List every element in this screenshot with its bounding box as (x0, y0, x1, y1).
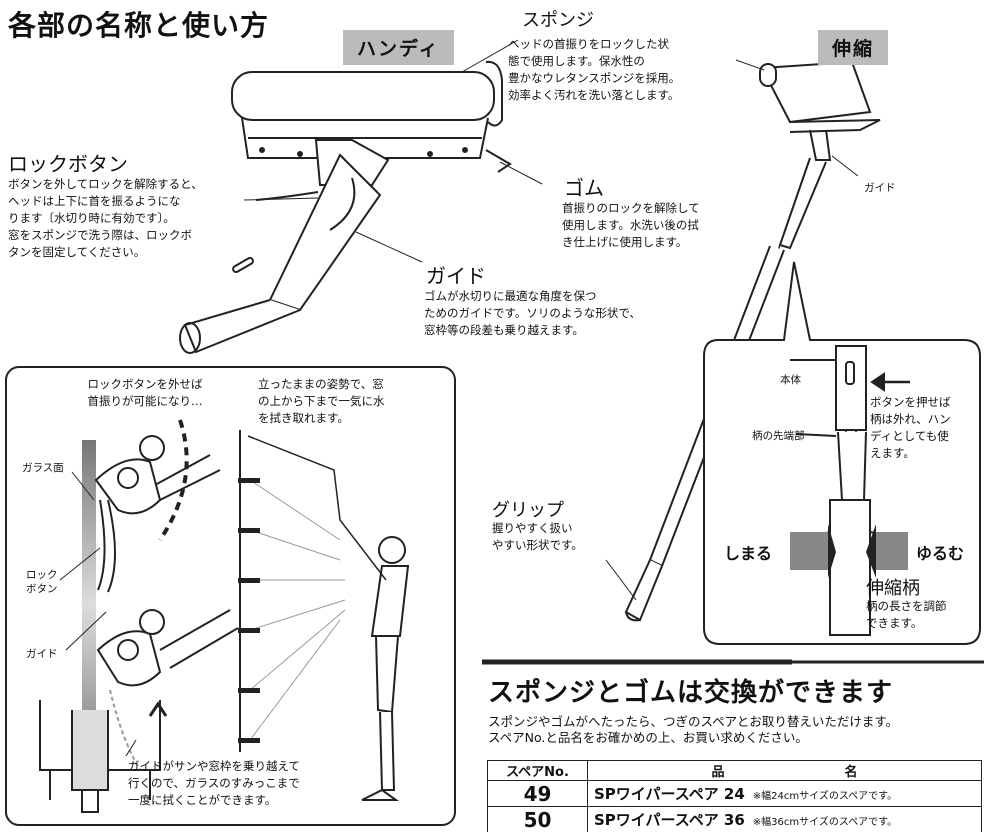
extension-description: 柄の長さを調節 できます。 (866, 598, 947, 632)
lock-label-line: ボタン (26, 583, 58, 595)
rubber-line: 使用します。水洗い後の拭 (562, 218, 699, 232)
caption-line: 立ったままの姿勢で、窓 (258, 377, 384, 391)
lock-line: タンを固定してください。 (8, 245, 146, 259)
spare-no-cell: 50 (487, 806, 588, 832)
rubber-line: 首振りのロックを解除して (562, 201, 700, 215)
rubber-label: ゴム (564, 176, 604, 200)
tighten-label: しまる (724, 544, 773, 563)
panel-guide-label: ガイド (26, 648, 58, 660)
panel-bottom-caption: ガイドがサンや窓枠を乗り越えて 行くので、ガラスのすみっこまで 一度に拭くことが… (128, 758, 368, 809)
tip-label: 柄の先端部 (752, 430, 805, 442)
leader-lines (243, 39, 859, 601)
press-description: ボタンを押せば 柄は外れ、ハン ディとしても使 えます。 (870, 394, 980, 462)
header-part: 品 (711, 765, 725, 780)
panel-left-caption: ロックボタンを外せば 首振りが可能になり… (60, 376, 230, 410)
panel-illustration (39, 419, 410, 813)
sponge-line: 効率よく汚れを洗い落とします。 (508, 88, 680, 102)
grip-label: グリップ (492, 500, 564, 521)
handy-wiper-illustration (179, 60, 512, 354)
product-name: SPワイパースペア 24 (594, 785, 745, 803)
col-product-name: 品名 (587, 760, 982, 781)
guide-small-label: ガイド (864, 182, 896, 194)
caption-line: 一度に拭くことができます。 (128, 793, 277, 807)
lock-line: 窓をスポンジで洗う際は、ロックボ (8, 228, 192, 242)
lock-line: ります〔水切り時に有効です〕。 (8, 211, 175, 225)
product-note: ※幅24cmサイズのスペアです。 (752, 791, 898, 802)
rubber-line: き仕上げに使用します。 (562, 235, 688, 249)
press-line: ボタンを押せば (870, 395, 951, 409)
caption-line: ガイドがサンや窓枠を乗り越えて (128, 759, 300, 773)
body-label: 本体 (780, 374, 801, 386)
usage-panel (5, 366, 456, 826)
guide-line: ゴムが水切りに最適な角度を保つ (424, 289, 597, 303)
lock-line: ヘッドは上下に首を振るようにな (8, 194, 181, 208)
caption-line: の上から下まで一気に水 (258, 394, 385, 408)
lock-button-description: ボタンを外してロックを解除すると、 ヘッドは上下に首を振るようにな ります〔水切… (8, 176, 244, 261)
guide-line: ためのガイドです。ソリのような形状で、 (424, 306, 641, 320)
table-row: 50 SPワイパースペア 36 ※幅36cmサイズのスペアです。 (487, 806, 982, 832)
grip-description: 握りやすく扱い やすい形状です。 (492, 520, 583, 554)
panel-lock-label: ロック ボタン (26, 568, 58, 596)
loosen-label: ゆるむ (916, 544, 965, 563)
guide-description: ゴムが水切りに最適な角度を保つ ためのガイドです。ソリのような形状で、 窓枠等の… (424, 288, 664, 339)
glass-label: ガラス面 (22, 462, 64, 474)
product-name-cell: SPワイパースペア 24 ※幅24cmサイズのスペアです。 (587, 780, 982, 807)
ext-line: 柄の長さを調節 (866, 599, 947, 613)
caption-line: 行くので、ガラスのすみっこまで (128, 776, 300, 790)
caption-line: を拭き取れます。 (258, 411, 349, 425)
table-header-row: スペアNo. 品名 (487, 760, 982, 781)
page-title: 各部の名称と使い方 (8, 9, 270, 42)
handy-tag: ハンディ (343, 30, 454, 65)
spare-line: スポンジやゴムがへたったら、つぎのスペアとお取り替えいただけます。 (488, 714, 899, 729)
spare-line: スペアNo.と品名をお確かめの上、お買い求めください。 (488, 730, 808, 745)
extension-callout (703, 261, 981, 645)
grip-line: やすい形状です。 (492, 538, 583, 552)
press-line: えます。 (870, 446, 915, 460)
sponge-line: 豊かなウレタンスポンジを採用。 (508, 71, 681, 85)
press-line: 柄は外れ、ハン (870, 412, 951, 426)
lock-line: ボタンを外してロックを解除すると、 (8, 177, 203, 191)
rubber-description: 首振りのロックを解除して 使用します。水洗い後の拭 き仕上げに使用します。 (562, 200, 752, 251)
sponge-label: スポンジ (522, 10, 594, 31)
product-name: SPワイパースペア 36 (594, 811, 745, 829)
lock-button-label: ロックボタン (8, 152, 128, 176)
panel-right-caption: 立ったままの姿勢で、窓 の上から下まで一気に水 を拭き取れます。 (258, 376, 448, 427)
spare-no-cell: 49 (487, 780, 588, 807)
extend-tag: 伸縮 (818, 30, 889, 65)
spare-description: スポンジやゴムがへたったら、つぎのスペアとお取り替えいただけます。 スペアNo.… (488, 714, 898, 746)
sponge-line: ヘッドの首振りをロックした状 (508, 37, 669, 51)
caption-line: ロックボタンを外せば (87, 377, 203, 391)
product-note: ※幅36cmサイズのスペアです。 (752, 817, 898, 828)
col-spare-no: スペアNo. (487, 760, 588, 781)
header-part: 名 (844, 765, 858, 780)
sponge-line: 態で使用します。保水性の (508, 54, 645, 68)
sponge-description: ヘッドの首振りをロックした状 態で使用します。保水性の 豊かなウレタンスポンジを… (508, 36, 748, 104)
table-row: 49 SPワイパースペア 24 ※幅24cmサイズのスペアです。 (487, 780, 982, 807)
extension-handle-label: 伸縮柄 (866, 578, 920, 599)
product-name-cell: SPワイパースペア 36 ※幅36cmサイズのスペアです。 (587, 806, 982, 832)
press-line: ディとしても使 (870, 429, 949, 443)
spare-section-title: スポンジとゴムは交換ができます (488, 678, 894, 708)
guide-line: 窓枠等の段差も乗り越えます。 (424, 323, 584, 337)
guide-label: ガイド (426, 264, 486, 288)
grip-line: 握りやすく扱い (492, 521, 573, 535)
ext-line: できます。 (866, 616, 923, 630)
caption-line: 首振りが可能になり… (87, 394, 203, 408)
spare-table: スペアNo. 品名 49 SPワイパースペア 24※幅24cmサイズのスペアです… (487, 760, 982, 832)
lock-label-line: ロック (26, 569, 58, 581)
